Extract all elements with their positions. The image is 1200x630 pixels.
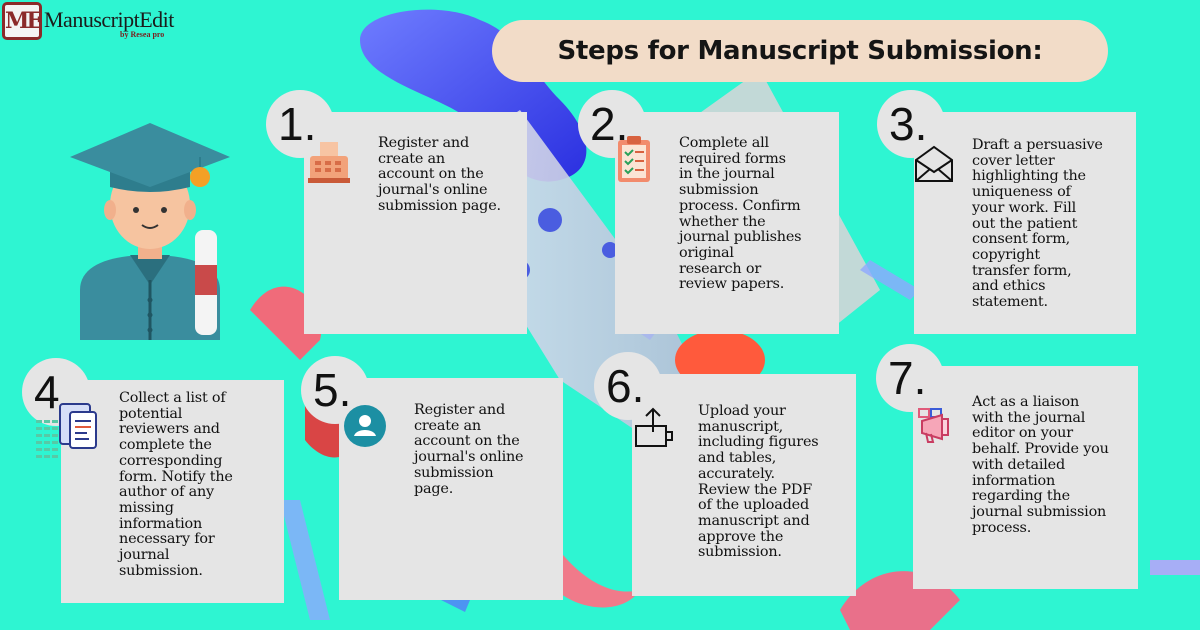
megaphone-icon: [918, 408, 949, 443]
step-card-7: [913, 366, 1138, 589]
step-text-2: Complete all required forms in the journ…: [679, 135, 802, 293]
upload-icon: [635, 407, 673, 447]
step-number-6: 6.: [594, 352, 662, 420]
step-text-1: Register and create an account on the jo…: [378, 135, 501, 214]
logo-mark: ME: [2, 2, 43, 40]
step-card-1: [304, 112, 527, 334]
step-number-7: 7.: [876, 344, 944, 412]
page-title: Steps for Manuscript Submission:: [557, 36, 1043, 66]
title-banner: Steps for Manuscript Submission:: [492, 20, 1108, 82]
logo[interactable]: ME ManuscriptEdit by Resea pro: [2, 2, 177, 42]
logo-tagline: by Resea pro: [120, 30, 165, 39]
step-text-3: Draft a persuasive cover letter highligh…: [972, 137, 1103, 311]
step-text-4: Collect a list of potential reviewers an…: [119, 390, 233, 579]
step-card-3: [914, 112, 1136, 334]
graduate-icon: [70, 123, 230, 340]
logo-name: ManuscriptEdit: [44, 7, 174, 32]
step-card-6: [632, 374, 856, 596]
step-card-4: [61, 380, 284, 603]
step-text-5: Register and create an account on the jo…: [414, 402, 524, 497]
step-text-7: Act as a liaison with the journal editor…: [972, 394, 1109, 536]
step-card-2: [615, 112, 839, 334]
envelope-icon: [915, 145, 953, 182]
reviewer-documents-icon: [36, 403, 97, 458]
cash-register-icon: [308, 142, 350, 183]
user-account-icon: [344, 405, 386, 447]
step-text-6: Upload your manuscript, including figure…: [698, 403, 819, 561]
clipboard-checklist-icon: [618, 136, 650, 182]
